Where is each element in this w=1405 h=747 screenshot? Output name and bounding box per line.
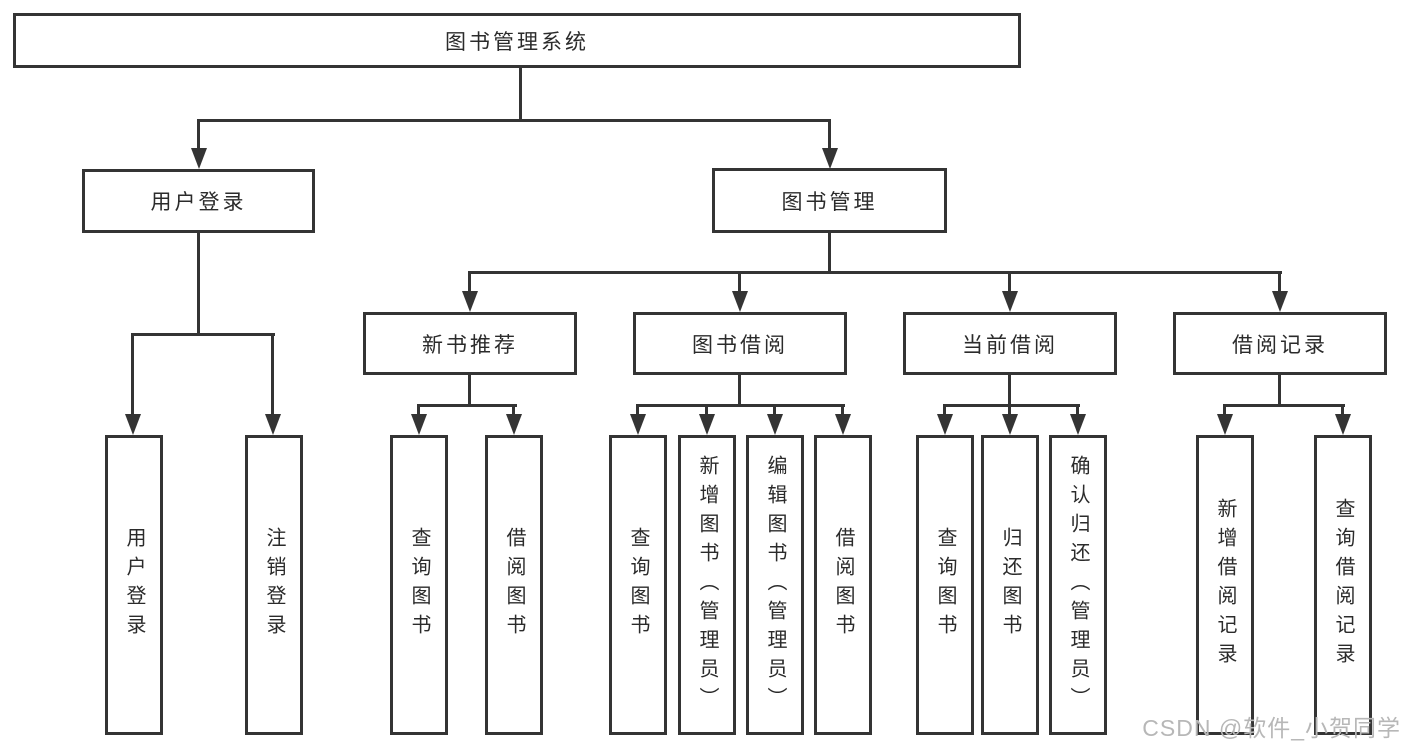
connector-level3-drop [1278,272,1281,291]
arrowhead-down-icon [1002,291,1018,312]
connector-leaf-drop [1008,405,1011,414]
arrowhead-down-icon [411,414,427,435]
arrowhead-down-icon [265,414,281,435]
connector-leaf-drop [705,405,708,414]
leaf-add-book-admin: 新增图书（管理员） [678,435,736,735]
leaf-borrow-books: 借阅图书 [814,435,872,735]
connector-level2-bus [197,119,831,122]
arrowhead-down-icon [1335,414,1351,435]
connector-group-bus [1223,404,1345,407]
leaf-logout-label: 注销登录 [263,527,285,643]
node-user-login-label: 用户登录 [150,191,247,214]
connector-user-login-bus [131,333,275,336]
arrowhead-down-icon [506,414,522,435]
connector-group-stem [1278,375,1281,407]
arrowhead-down-icon [630,414,646,435]
arrowhead-down-icon [822,148,838,169]
arrowhead-down-icon [767,414,783,435]
leaf-query-books-recommend-label: 查询图书 [408,527,430,643]
node-book-borrow: 图书借阅 [633,312,847,375]
arrowhead-down-icon [1217,414,1233,435]
connector-user-login-drop [197,120,200,148]
connector-leaf-drop [1076,405,1079,414]
leaf-confirm-return-admin-label: 确认归还（管理员） [1067,454,1089,716]
leaf-query-books-borrow: 查询图书 [609,435,667,735]
connector-level3-drop [1008,272,1011,291]
node-current-borrow: 当前借阅 [903,312,1117,375]
arrowhead-down-icon [1272,291,1288,312]
arrowhead-down-icon [732,291,748,312]
leaf-query-borrow-record-label: 查询借阅记录 [1332,498,1354,672]
connector-leaf-drop [271,335,274,414]
leaf-query-books-current-label: 查询图书 [934,527,956,643]
node-library-system-label: 图书管理系统 [445,30,589,54]
leaf-confirm-return-admin: 确认归还（管理员） [1049,435,1107,735]
leaf-query-books-borrow-label: 查询图书 [627,527,649,643]
leaf-query-books-current: 查询图书 [916,435,974,735]
connector-group-bus [636,404,845,407]
leaf-return-book-label: 归还图书 [999,527,1021,643]
connector-book-mgmt-drop [828,120,831,148]
leaf-borrow-books-recommend-label: 借阅图书 [503,527,525,643]
leaf-user-login-label: 用户登录 [123,527,145,643]
leaf-query-books-recommend: 查询图书 [390,435,448,735]
leaf-return-book: 归还图书 [981,435,1039,735]
leaf-query-borrow-record: 查询借阅记录 [1314,435,1372,735]
connector-group-stem [738,375,741,407]
leaf-borrow-books-recommend: 借阅图书 [485,435,543,735]
node-current-borrow-label: 当前借阅 [962,333,1058,357]
arrowhead-down-icon [125,414,141,435]
connector-leaf-drop [773,405,776,414]
leaf-logout: 注销登录 [245,435,303,735]
connector-leaf-drop [417,405,420,414]
arrowhead-down-icon [835,414,851,435]
node-user-login: 用户登录 [82,169,315,233]
connector-leaf-drop [512,405,515,414]
connector-group-stem [1008,375,1011,407]
connector-leaf-drop [131,335,134,414]
arrowhead-down-icon [1070,414,1086,435]
connector-root-stem [519,68,522,122]
arrowhead-down-icon [1002,414,1018,435]
leaf-add-borrow-record-label: 新增借阅记录 [1214,498,1236,672]
leaf-user-login: 用户登录 [105,435,163,735]
connector-user-login-stem [197,233,200,336]
connector-leaf-drop [841,405,844,414]
connector-level3-bus [468,271,1282,274]
node-library-system: 图书管理系统 [13,13,1021,68]
connector-level3-drop [738,272,741,291]
connector-leaf-drop [1341,405,1344,414]
connector-level3-drop [468,272,471,291]
arrowhead-down-icon [462,291,478,312]
connector-leaf-drop [636,405,639,414]
node-book-management: 图书管理 [712,168,947,233]
connector-group-bus [417,404,517,407]
leaf-edit-book-admin-label: 编辑图书（管理员） [764,454,786,716]
csdn-watermark: CSDN @软件_小贺同学 [1142,715,1401,741]
arrowhead-down-icon [191,148,207,169]
connector-leaf-drop [943,405,946,414]
connector-book-mgmt-stem [828,233,831,274]
connector-leaf-drop [1223,405,1226,414]
leaf-add-borrow-record: 新增借阅记录 [1196,435,1254,735]
node-borrow-record-label: 借阅记录 [1232,333,1328,357]
connector-group-stem [468,375,471,407]
leaf-borrow-books-label: 借阅图书 [832,527,854,643]
arrowhead-down-icon [699,414,715,435]
node-new-book-recommend: 新书推荐 [363,312,577,375]
node-book-borrow-label: 图书借阅 [692,333,788,357]
node-new-book-recommend-label: 新书推荐 [422,333,518,357]
leaf-add-book-admin-label: 新增图书（管理员） [696,454,718,716]
node-borrow-record: 借阅记录 [1173,312,1387,375]
node-book-management-label: 图书管理 [781,190,878,214]
connector-group-bus [943,404,1080,407]
arrowhead-down-icon [937,414,953,435]
leaf-edit-book-admin: 编辑图书（管理员） [746,435,804,735]
